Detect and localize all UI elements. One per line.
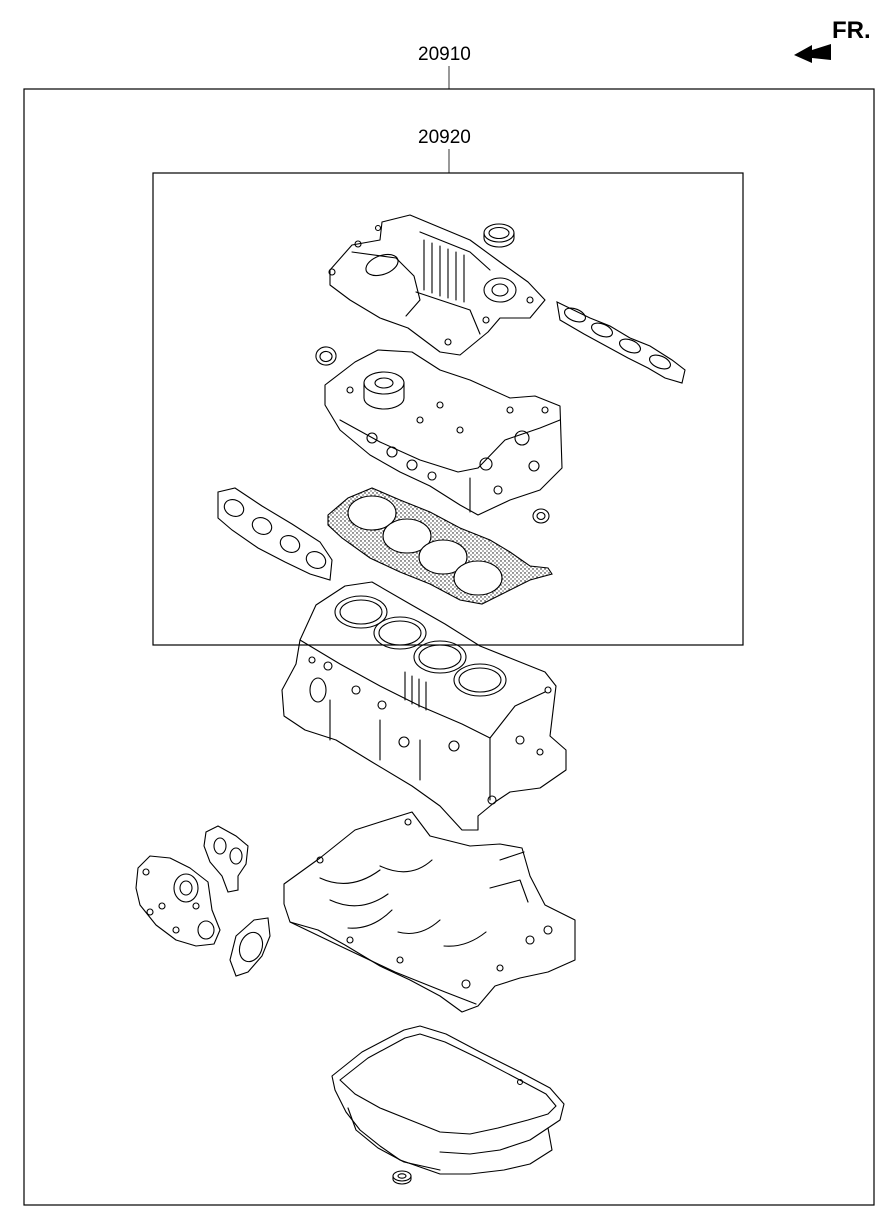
drain-plug-gasket	[392, 1170, 412, 1185]
front-direction-arrow-icon	[794, 44, 831, 63]
cover-oil-seal	[483, 223, 515, 248]
cylinder-head-cover	[328, 214, 546, 356]
front-indicator: FR.	[794, 17, 871, 63]
intake-manifold-gasket	[556, 301, 686, 384]
front-label: FR.	[832, 17, 871, 44]
ladder-frame	[283, 811, 576, 1013]
oil-pan	[331, 1025, 565, 1175]
water-pump-gasket	[229, 917, 271, 977]
exhaust-manifold-gasket	[217, 487, 333, 581]
cylinder-head	[324, 349, 563, 516]
outer-assembly-frame	[23, 88, 875, 1206]
cam-oil-seal	[532, 508, 550, 524]
cylinder-block	[281, 581, 567, 831]
cover-oring	[315, 346, 337, 366]
outer-assembly-label: 20910	[418, 44, 471, 65]
thermostat-gasket	[203, 825, 249, 893]
water-pump	[135, 855, 221, 947]
inner-assembly-frame	[152, 172, 744, 646]
inner-assembly-label: 20920	[418, 127, 471, 148]
cylinder-head-gasket	[327, 487, 553, 605]
